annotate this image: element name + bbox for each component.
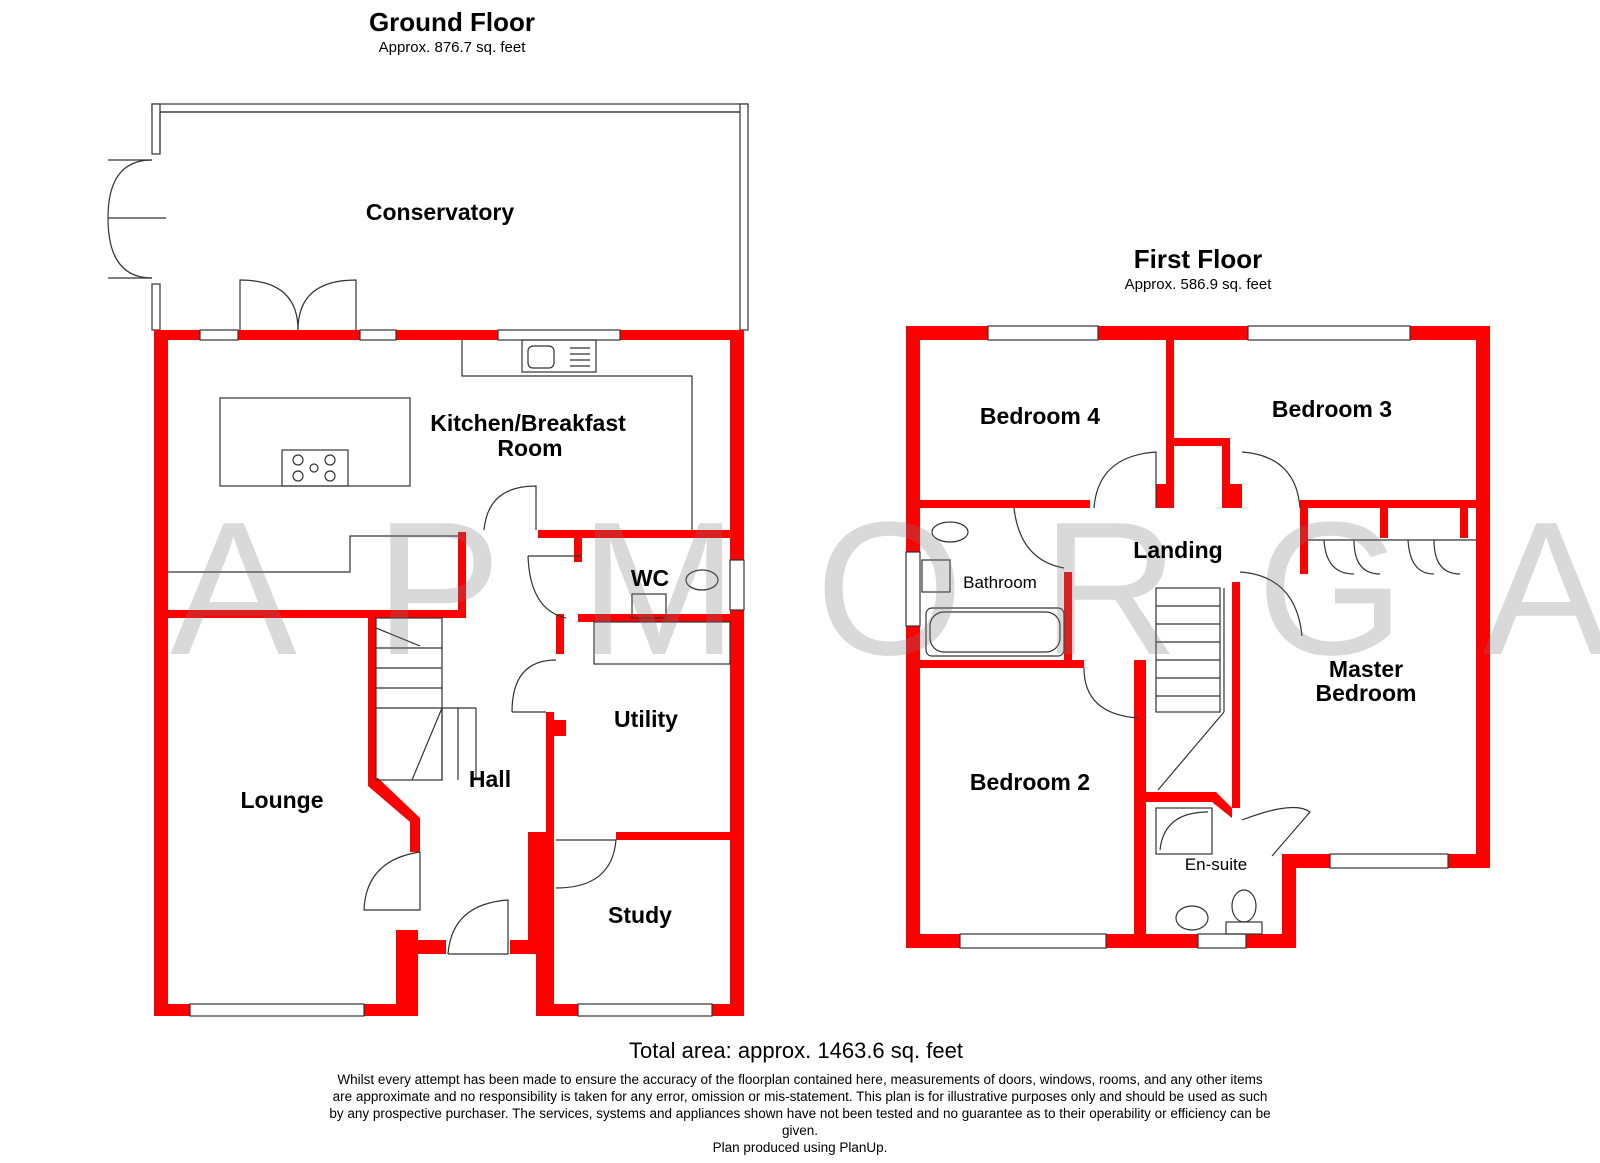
ensuite-label: En-suite bbox=[1185, 855, 1247, 874]
first-floor-plan bbox=[905, 325, 1490, 949]
disclaimer-line1: Whilst every attempt has been made to en… bbox=[337, 1072, 1262, 1087]
study-label: Study bbox=[608, 902, 672, 928]
conservatory-frame bbox=[107, 103, 749, 331]
first-floor-title: First Floor bbox=[1134, 244, 1263, 274]
first-floor-fixtures bbox=[921, 451, 1476, 935]
kitchen-label-line2: Room bbox=[497, 435, 562, 461]
disclaimer-line3: by any prospective purchaser. The servic… bbox=[329, 1106, 1270, 1121]
bedroom2-label: Bedroom 2 bbox=[970, 769, 1090, 795]
watermark-text: APMORGAN bbox=[170, 483, 1600, 695]
ground-floor-windows bbox=[189, 329, 745, 1017]
lounge-label: Lounge bbox=[240, 787, 323, 813]
first-floor-walls bbox=[906, 326, 1490, 948]
ground-floor-title: Ground Floor bbox=[369, 7, 535, 37]
master-label-line1: Master bbox=[1329, 656, 1403, 682]
utility-label: Utility bbox=[614, 706, 678, 732]
wc-label: WC bbox=[631, 565, 669, 591]
hall-label: Hall bbox=[469, 766, 511, 792]
bathroom-label: Bathroom bbox=[963, 573, 1037, 592]
disclaimer-line5: Plan produced using PlanUp. bbox=[713, 1140, 888, 1155]
ground-floor-plan bbox=[107, 103, 749, 1017]
ground-floor-walls bbox=[154, 330, 744, 1016]
ground-floor-area: Approx. 876.7 sq. feet bbox=[379, 39, 527, 56]
kitchen-label-line1: Kitchen/Breakfast bbox=[430, 410, 626, 436]
kitchen-fixtures bbox=[168, 339, 731, 955]
disclaimer-line4: given. bbox=[782, 1123, 818, 1138]
first-floor-windows bbox=[905, 325, 1449, 949]
first-floor-area: Approx. 586.9 sq. feet bbox=[1125, 276, 1273, 293]
master-label-line2: Bedroom bbox=[1316, 680, 1417, 706]
disclaimer-line2: are approximate and no responsibility is… bbox=[333, 1089, 1268, 1104]
bedroom4-label: Bedroom 4 bbox=[980, 403, 1100, 429]
bedroom3-label: Bedroom 3 bbox=[1272, 396, 1392, 422]
landing-label: Landing bbox=[1133, 537, 1222, 563]
total-area: Total area: approx. 1463.6 sq. feet bbox=[629, 1038, 963, 1063]
conservatory-label: Conservatory bbox=[366, 199, 514, 225]
